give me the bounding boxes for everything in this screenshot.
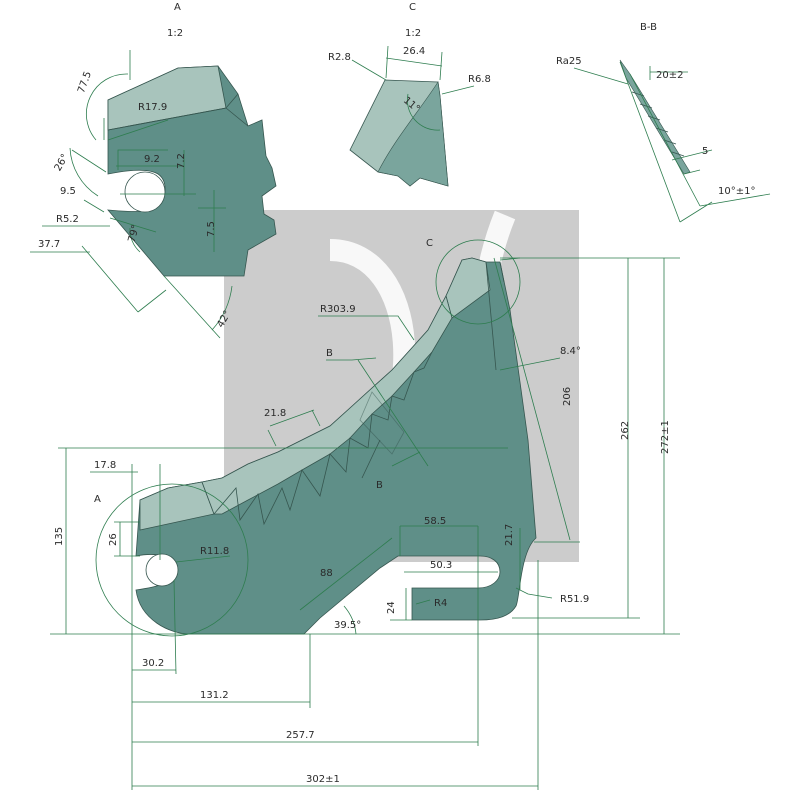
dim-21-8: 21.8: [264, 408, 286, 419]
dim-58-5: 58.5: [424, 516, 446, 527]
dim-bb-10-deg: 10°±1°: [718, 186, 755, 197]
section-b-b: B-B Ra25 20±2 5 10°±1°: [556, 22, 771, 223]
dim-131-2: 131.2: [200, 690, 229, 701]
dim-272: 272±1: [660, 420, 671, 454]
dim-50-3: 50.3: [430, 560, 452, 571]
main-view: C R303.9 B 8.4° 206 21.8 262 272±1 17.8 …: [50, 238, 680, 790]
dim-262: 262: [620, 421, 631, 440]
dim-a-79-deg: 79°: [127, 224, 142, 244]
dim-a-26-deg: 26°: [53, 152, 71, 173]
detail-view-a: A 1:2 77.5 R17.9 26° 9.2 7.2 9.5 R5.2 7.…: [30, 2, 277, 339]
dim-17-8: 17.8: [94, 460, 116, 471]
view-bb-title: B-B: [640, 22, 657, 33]
section-marker-b-top: B: [326, 348, 333, 359]
dim-206: 206: [562, 387, 573, 406]
view-c-scale: 1:2: [405, 28, 421, 39]
dim-a-77-5: 77.5: [76, 70, 94, 95]
dim-bb-5: 5: [702, 146, 708, 157]
view-a-title: A: [174, 2, 181, 13]
dim-21-7: 21.7: [504, 524, 515, 546]
dim-39-5-deg: 39.5°: [334, 620, 361, 631]
dim-c-26-4: 26.4: [403, 46, 425, 57]
dim-r51-9: R51.9: [560, 594, 589, 605]
dim-c-r6-8: R6.8: [468, 74, 491, 85]
view-a-scale: 1:2: [167, 28, 183, 39]
callout-c: C: [426, 238, 433, 249]
dim-a-9-5: 9.5: [60, 186, 76, 197]
dim-a-9-2: 9.2: [144, 154, 160, 165]
dim-a-7-2: 7.2: [176, 153, 187, 169]
dim-a-r5-2: R5.2: [56, 214, 79, 225]
dim-88: 88: [320, 568, 333, 579]
dim-bb-20: 20±2: [656, 70, 683, 81]
dim-a-r17-9: R17.9: [138, 102, 167, 113]
dim-135: 135: [54, 527, 65, 546]
dim-c-r2-8: R2.8: [328, 52, 351, 63]
dim-bb-ra25: Ra25: [556, 56, 582, 67]
dim-a-37-7: 37.7: [38, 239, 60, 250]
dim-r4: R4: [434, 598, 447, 609]
section-marker-b-bottom: B: [376, 480, 383, 491]
dim-302: 302±1: [306, 774, 340, 785]
dim-r11-8: R11.8: [200, 546, 229, 557]
detail-view-c: C 1:2 R2.8 26.4 R6.8 11°: [328, 2, 491, 187]
dim-257-7: 257.7: [286, 730, 315, 741]
dim-r303-9: R303.9: [320, 304, 356, 315]
dim-24: 24: [386, 601, 397, 614]
dim-26: 26: [108, 533, 119, 546]
view-c-title: C: [409, 2, 416, 13]
dim-30-2: 30.2: [142, 658, 164, 669]
dim-8-4-deg: 8.4°: [560, 346, 581, 357]
callout-a: A: [94, 494, 101, 505]
dim-a-7-5: 7.5: [206, 221, 217, 237]
